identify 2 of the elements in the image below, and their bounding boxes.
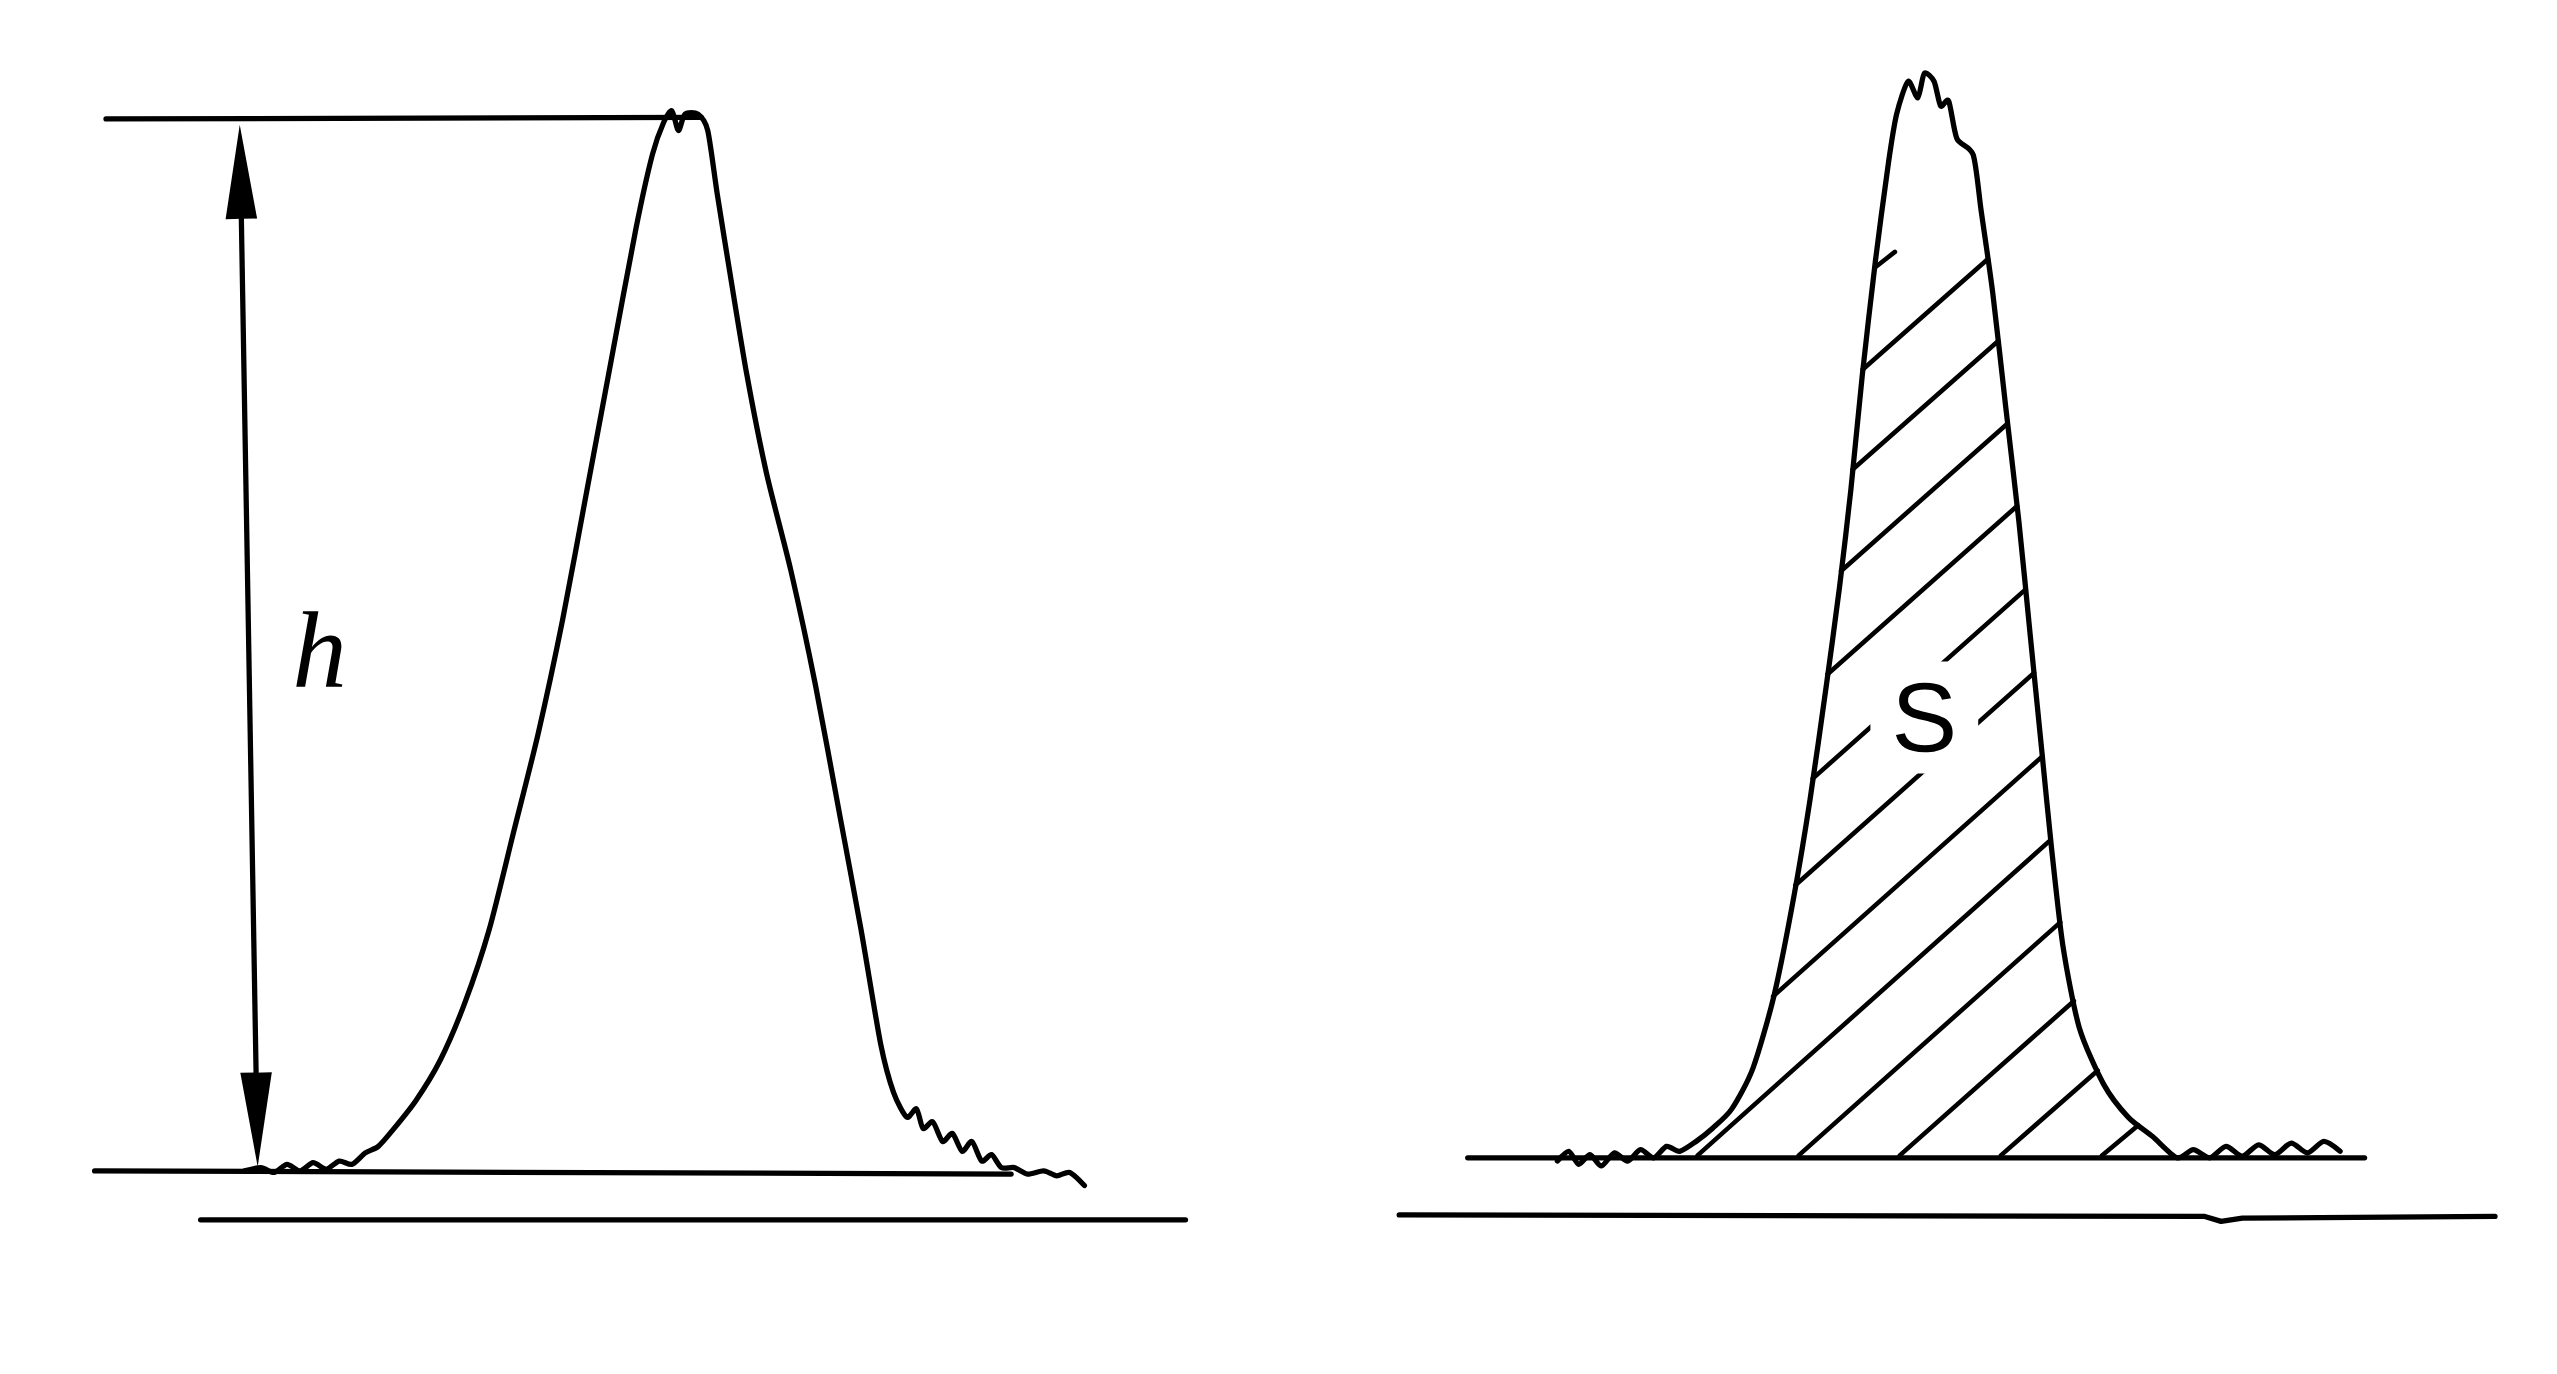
area-label: S xyxy=(1870,661,1979,774)
dimension-label: h xyxy=(296,611,343,687)
